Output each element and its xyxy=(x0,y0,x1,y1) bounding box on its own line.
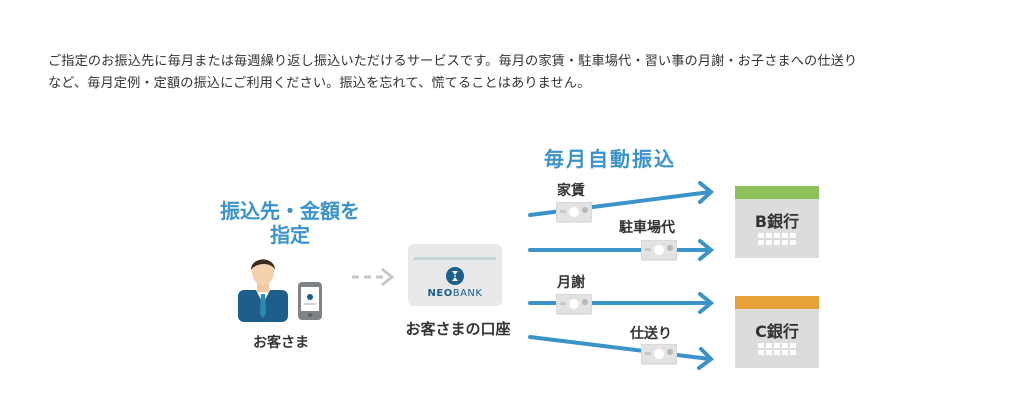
transfer-label-parking: 駐車場代 xyxy=(619,220,675,236)
bank-c-name: C銀行 xyxy=(755,322,799,341)
bank-c: C銀行 xyxy=(735,296,819,368)
bank-b-name: B銀行 xyxy=(754,212,800,231)
card-stripe xyxy=(414,257,496,260)
customer-label: お客さま xyxy=(253,335,309,351)
transfer-slip-icon xyxy=(641,344,677,365)
transfer-label-rent: 家賃 xyxy=(557,183,585,199)
bank-building-icon xyxy=(758,343,796,355)
service-description: ご指定のお振込先に毎月または毎週繰り返し振込いただけるサービスです。毎月の家賃・… xyxy=(48,51,988,95)
transfer-label-tuition: 月謝 xyxy=(557,275,585,291)
neobank-wordmark: NEOBANK xyxy=(408,288,502,299)
transfer-slip-icon xyxy=(556,202,592,223)
bank-c-roof xyxy=(735,296,819,309)
transfer-slip-icon xyxy=(556,294,592,315)
neobank-account-card: NEOBANK xyxy=(408,244,502,306)
bank-b: B銀行 xyxy=(735,186,819,258)
neobank-logo-icon xyxy=(446,267,464,285)
description-line-2: など、毎月定例・定額の振込にご利用ください。振込を忘れて、慌てることはありません… xyxy=(48,76,591,91)
transfer-slip-icon xyxy=(641,240,677,261)
account-label: お客さまの口座 xyxy=(405,320,511,338)
bank-b-roof xyxy=(735,186,819,199)
smartphone-icon xyxy=(298,282,322,320)
transfer-arrows xyxy=(528,181,715,370)
dashed-arrow-icon xyxy=(352,267,395,287)
specify-destination-title: 振込先・金額を 指定 xyxy=(190,199,390,247)
description-line-1: ご指定のお振込先に毎月または毎週繰り返し振込いただけるサービスです。毎月の家賃・… xyxy=(48,54,858,69)
bank-building-icon xyxy=(758,233,796,245)
wordmark-light: BANK xyxy=(452,288,483,299)
arrow-head-rent xyxy=(698,181,715,204)
wordmark-bold: NEO xyxy=(427,288,453,299)
arrow-head-parking xyxy=(698,239,715,261)
auto-transfer-title: 毎月自動振込 xyxy=(544,147,676,171)
transfer-label-allowance: 仕送り xyxy=(630,326,672,342)
customer-person-icon xyxy=(238,259,288,322)
arrow-allowance xyxy=(528,335,712,361)
arrow-head-tuition xyxy=(698,292,715,314)
arrow-head-allowance xyxy=(697,347,715,370)
specify-title-line1: 振込先・金額を xyxy=(220,199,360,223)
specify-title-line2: 指定 xyxy=(270,223,310,247)
